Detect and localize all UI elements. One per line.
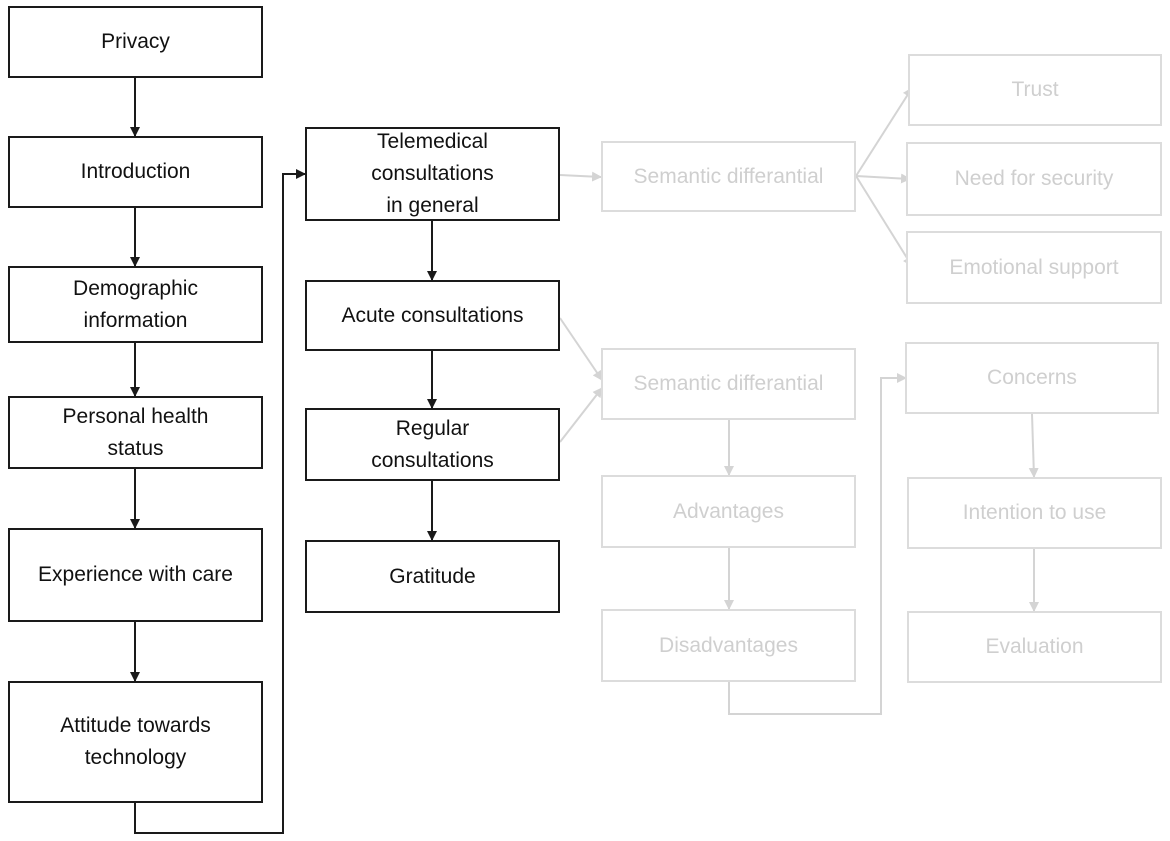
need-for-security-label: Need for security xyxy=(954,167,1114,190)
attitude-towards-technology-box: Attitude towards technology xyxy=(8,681,263,803)
connector-acute-semantic xyxy=(559,317,603,381)
emotional-support-label: Emotional support xyxy=(949,255,1119,279)
regular-consultations-label: Regular consultations xyxy=(371,416,494,472)
experience-with-care-box: Experience with care xyxy=(8,528,263,622)
regular-consultations-box: Regular consultations xyxy=(305,408,560,481)
semantic-differential-general-label: Semantic differantial xyxy=(633,164,824,188)
experience-with-care-label: Experience with care xyxy=(38,563,233,586)
connector-regular-semantic xyxy=(559,387,603,443)
gratitude-label: Gratitude xyxy=(389,564,476,588)
privacy-label: Privacy xyxy=(101,30,170,53)
personal-health-status-box: Personal health status xyxy=(8,396,263,469)
telemedical-consultations-label: Telemedical consultations in general xyxy=(371,130,494,217)
introduction-label: Introduction xyxy=(80,160,191,183)
emotional-support-box: Emotional support xyxy=(906,231,1162,304)
connector-telemedical-semantic xyxy=(559,171,602,182)
trust-label: Trust xyxy=(1011,78,1059,101)
connector-disadvantages-concerns xyxy=(728,373,907,715)
demographic-information-label: Demographic information xyxy=(73,276,198,332)
evaluation-box: Evaluation xyxy=(907,611,1162,683)
personal-health-status-label: Personal health status xyxy=(62,404,209,460)
need-for-security-box: Need for security xyxy=(906,142,1162,216)
evaluation-label: Evaluation xyxy=(985,635,1084,658)
demographic-information-box: Demographic information xyxy=(8,266,263,343)
privacy-box: Privacy xyxy=(8,6,263,78)
telemedical-consultations-box: Telemedical consultations in general xyxy=(305,127,560,221)
intention-to-use-label: Intention to use xyxy=(962,501,1107,524)
disadvantages-label: Disadvantages xyxy=(659,633,798,657)
advantages-label: Advantages xyxy=(673,499,784,523)
acute-consultations-label: Acute consultations xyxy=(341,303,524,327)
connector-attitude-telemedical xyxy=(134,169,306,834)
connector-semantic-emotional xyxy=(855,175,913,267)
introduction-box: Introduction xyxy=(8,136,263,208)
trust-box: Trust xyxy=(908,54,1162,126)
gratitude-box: Gratitude xyxy=(305,540,560,613)
semantic-differential-general-box: Semantic differantial xyxy=(601,141,856,212)
concerns-label: Concerns xyxy=(987,366,1077,389)
connector-concerns-intention xyxy=(1028,413,1039,478)
advantages-box: Advantages xyxy=(601,475,856,548)
connector-semantic-trust xyxy=(855,87,913,177)
concerns-box: Concerns xyxy=(905,342,1159,414)
semantic-differential-specific-box: Semantic differantial xyxy=(601,348,856,420)
disadvantages-box: Disadvantages xyxy=(601,609,856,682)
connector-semantic-security xyxy=(855,173,911,184)
semantic-differential-specific-label: Semantic differantial xyxy=(633,372,824,395)
attitude-towards-technology-label: Attitude towards technology xyxy=(60,714,211,769)
intention-to-use-box: Intention to use xyxy=(907,477,1162,549)
acute-consultations-box: Acute consultations xyxy=(305,280,560,351)
